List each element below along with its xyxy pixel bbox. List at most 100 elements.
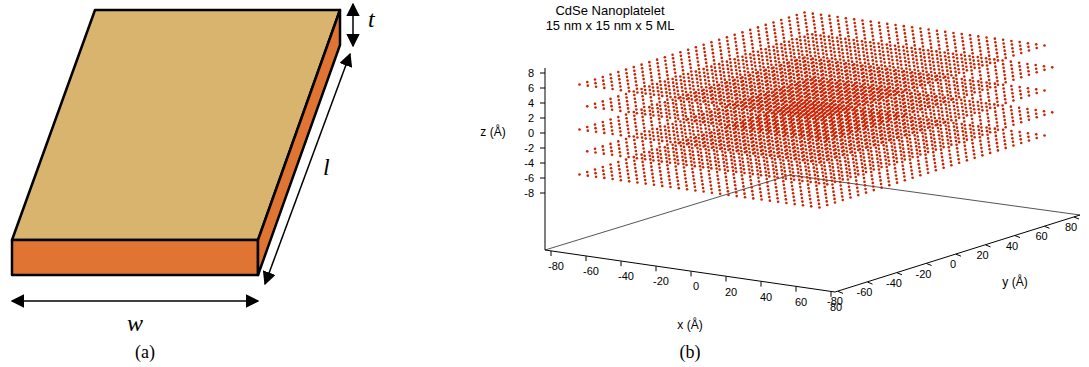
atom-dot xyxy=(602,149,605,152)
atom-dot xyxy=(779,162,782,165)
atom-dot xyxy=(870,174,873,177)
atom-dot xyxy=(680,145,683,148)
atom-dot xyxy=(634,167,637,170)
atom-dot xyxy=(895,153,898,156)
atom-dot xyxy=(664,150,667,153)
atom-dot xyxy=(917,159,920,162)
atom-dot xyxy=(965,155,968,158)
atom-dot xyxy=(764,146,767,149)
atom-dot xyxy=(899,146,902,149)
atom-dot xyxy=(729,151,732,154)
atom-dot xyxy=(684,153,687,156)
atom-dot xyxy=(907,147,910,150)
atom-dot xyxy=(691,147,694,150)
atom-dot xyxy=(619,127,622,130)
atom-dot xyxy=(617,161,620,164)
atom-dot xyxy=(787,159,790,162)
atom-dot xyxy=(870,171,873,174)
atom-dot xyxy=(908,134,911,137)
atom-dot xyxy=(814,157,817,160)
atom-dot xyxy=(656,148,659,151)
atom-dot xyxy=(735,171,738,174)
atom-dot xyxy=(1004,122,1007,125)
atom-dot xyxy=(900,133,903,136)
atom-dot xyxy=(933,158,936,161)
atom-dot xyxy=(636,178,639,181)
atom-dot xyxy=(722,157,725,160)
atom-dot xyxy=(682,163,685,166)
atom-dot xyxy=(903,172,906,175)
atom-dot xyxy=(904,179,907,182)
atom-dot xyxy=(634,146,637,149)
atom-dot xyxy=(674,165,677,168)
atom-dot xyxy=(734,184,737,187)
atom-dot xyxy=(817,195,820,198)
atom-dot xyxy=(937,130,940,133)
atom-dot xyxy=(880,166,883,169)
atom-dot xyxy=(901,164,904,167)
atom-dot xyxy=(789,150,792,153)
atom-dot xyxy=(839,184,842,187)
atom-dot xyxy=(822,175,825,178)
atom-dot xyxy=(995,138,998,141)
atom-dot xyxy=(715,167,718,170)
atom-dot xyxy=(784,194,787,197)
atom-dot xyxy=(925,136,928,139)
atom-dot xyxy=(848,185,851,188)
atom-dot xyxy=(738,135,741,138)
atom-dot xyxy=(840,167,843,170)
atom-dot xyxy=(942,146,945,149)
atom-dot xyxy=(913,113,916,116)
atom-dot xyxy=(824,169,827,172)
atom-dot xyxy=(875,129,878,132)
atom-dot xyxy=(852,141,855,144)
atom-dot xyxy=(610,171,613,174)
atom-dot xyxy=(788,142,791,145)
atom-dot xyxy=(914,117,917,120)
atom-dot xyxy=(635,153,638,156)
atom-dot xyxy=(886,173,889,176)
atom-dot xyxy=(833,198,836,201)
atom-dot xyxy=(898,122,901,125)
atom-dot xyxy=(844,139,847,142)
atom-dot xyxy=(979,140,982,143)
atom-dot xyxy=(769,199,772,202)
atom-dot xyxy=(640,133,643,136)
atom-dot xyxy=(781,176,784,179)
atom-dot xyxy=(860,134,863,137)
atom-dot xyxy=(994,131,997,134)
atom-dot xyxy=(1019,134,1022,137)
atom-dot xyxy=(586,174,589,177)
atom-dot xyxy=(865,171,868,174)
atom-dot xyxy=(840,188,843,191)
atom-dot xyxy=(1027,136,1030,139)
atom-dot xyxy=(698,141,701,144)
atom-dot xyxy=(797,171,800,174)
atom-dot xyxy=(741,178,744,181)
atom-dot xyxy=(925,161,928,164)
atom-dot xyxy=(844,156,847,159)
atom-dot xyxy=(705,131,708,134)
atom-dot xyxy=(815,181,818,184)
atom-dot xyxy=(766,164,769,167)
atom-dot xyxy=(947,122,950,125)
atom-dot xyxy=(861,142,864,145)
atom-dot xyxy=(929,133,932,136)
atom-dot xyxy=(657,159,660,162)
atom-dot xyxy=(995,118,998,121)
atom-dot xyxy=(882,123,885,126)
atom-dot xyxy=(795,160,798,163)
atom-dot xyxy=(798,154,801,157)
atom-dot xyxy=(924,153,927,156)
atom-dot xyxy=(923,125,926,128)
atom-dot xyxy=(707,145,710,148)
atom-dot xyxy=(932,151,935,154)
atom-dot xyxy=(777,201,780,204)
atom-dot xyxy=(762,135,765,138)
atom-dot xyxy=(669,186,672,189)
atom-dot xyxy=(667,168,670,171)
atom-dot xyxy=(701,179,704,182)
atom-dot xyxy=(705,152,708,155)
atom-dot xyxy=(829,165,832,168)
atom-dot xyxy=(948,129,951,132)
